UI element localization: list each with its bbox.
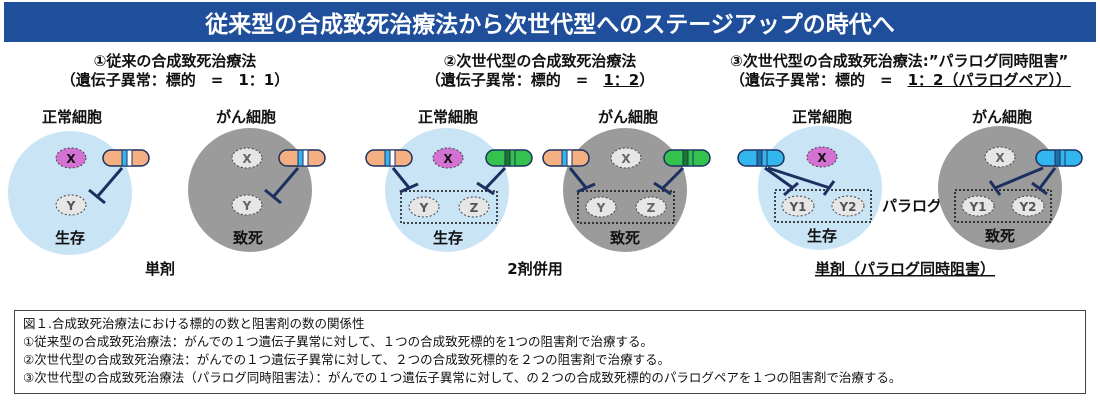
section1-normal-label: 正常細胞 (42, 108, 103, 126)
gene-z-label: Z (470, 201, 479, 215)
section3-heading-line1: ③次世代型の合成致死治療法:”パラログ同時阻害” (730, 52, 1069, 70)
synthetic-lethality-diagram: X Y 生存 X Y 致死 単剤 X Y Z 生存 X Y Z 致死 2剤併用 … (8, 126, 1083, 278)
gene-y1-icon (961, 195, 995, 217)
gene-y-icon (408, 196, 440, 218)
section2-mode: 2剤併用 (507, 260, 562, 278)
section2-heading-line2: （遺伝子異常：標的 = 1：2） (425, 71, 655, 89)
gene-x-icon (806, 146, 838, 168)
section1-heading-line1: ①従来の合成致死治療法 (93, 52, 257, 70)
section3-normal-cell (758, 126, 882, 250)
gene-x-label: X (443, 152, 453, 166)
gene-y2-icon (831, 195, 865, 217)
gene-x-icon (432, 147, 464, 169)
section3-cancer-label: がん細胞 (972, 108, 1033, 126)
gene-x-label: X (242, 152, 252, 166)
gene-y2-label: Y2 (838, 200, 856, 214)
section3-mode: 単剤（パラログ同時阻害） (815, 260, 995, 278)
gene-x-icon (984, 146, 1016, 168)
gene-y-label: Y (419, 201, 429, 215)
target-group-box (400, 190, 498, 224)
gene-x-icon (231, 147, 263, 169)
section2-normal-label: 正常細胞 (418, 108, 479, 126)
inhibitor-drug-icon (737, 149, 785, 167)
section3-normal-outcome: 生存 (807, 227, 837, 245)
gene-z-label: Z (647, 201, 656, 215)
paralog-pair-box (954, 189, 1052, 223)
section1-normal-cell (8, 131, 132, 255)
gene-y-label: Y (242, 199, 252, 213)
section1-cancer-label: がん細胞 (216, 108, 277, 126)
section1-heading: ①従来の合成致死治療法 （遺伝子異常：標的 = 1：1） (40, 52, 310, 90)
section2-cancer-outcome: 致死 (610, 229, 640, 247)
gene-z-icon (635, 196, 667, 218)
gene-y2-label: Y2 (1018, 200, 1036, 214)
section2-heading: ②次世代型の合成致死治療法 （遺伝子異常：標的 = 1：2） (395, 52, 685, 90)
paralog-pair-box (774, 189, 872, 223)
gene-y1-label: Y1 (788, 200, 806, 214)
gene-y1-icon (781, 195, 815, 217)
gene-y-label: Y (596, 201, 606, 215)
inhibitor-drug-icon (485, 149, 533, 167)
section2-cancer-label: がん細胞 (598, 108, 659, 126)
inhibitor-drug-icon (1035, 149, 1083, 167)
caption-line-1: ①従来型の合成致死治療法：がんでの１つ遺伝子異常に対して、１つの合成致死標的を1… (23, 334, 654, 349)
section1-cancer-outcome: 致死 (233, 229, 263, 247)
section3-heading: ③次世代型の合成致死治療法:”パラログ同時阻害” （遺伝子異常：標的 = 1：2… (730, 52, 1075, 90)
inhibitor-drug-icon (365, 149, 413, 167)
section2-normal-cell (385, 128, 509, 252)
section1-heading-line2: （遺伝子異常：標的 = 1：1） (60, 71, 290, 89)
section2-cancer-cell (563, 128, 687, 252)
target-group-box (577, 190, 675, 224)
section1-mode: 単剤 (145, 260, 175, 278)
gene-x-label: X (66, 152, 76, 166)
caption-line-2: ②次世代型の合成致死治療法：がんでの１つ遺伝子異常に対して、２つの合成致死標的を… (23, 352, 671, 367)
gene-y1-label: Y1 (968, 200, 986, 214)
paralog-label: パラログ (882, 197, 942, 215)
figure-caption: 図１.合成致死治療法における標的の数と阻害剤の数の関係性 ①従来型の合成致死治療… (14, 310, 1086, 394)
inhibitor-drug-icon (663, 149, 711, 167)
title-banner: 従来型の合成致死治療法から次世代型へのステージアップの時代へ (4, 2, 1096, 42)
gene-z-icon (458, 196, 490, 218)
section3-heading-line2: （遺伝子異常：標的 = 1：2（パラログペア）） (730, 71, 1071, 89)
gene-x-icon (610, 147, 642, 169)
section3-cancer-cell (938, 126, 1062, 250)
gene-x-label: X (995, 151, 1005, 165)
section2-normal-outcome: 生存 (433, 229, 463, 247)
gene-y-label: Y (66, 199, 76, 213)
gene-y-icon (585, 196, 617, 218)
section2-heading-line1: ②次世代型の合成致死治療法 (443, 52, 637, 70)
inhibitor-drug-icon (102, 149, 150, 167)
gene-x-icon (55, 147, 87, 169)
gene-x-label: X (817, 151, 827, 165)
gene-y-icon (231, 194, 263, 216)
gene-y2-icon (1011, 195, 1045, 217)
section3-cancer-outcome: 致死 (985, 227, 1015, 245)
caption-line-3: ③次世代型の合成致死治療法（パラログ同時阻害法）：がんでの１つ遺伝子異常に対して… (23, 370, 902, 385)
caption-title: 図１.合成致死治療法における標的の数と阻害剤の数の関係性 (23, 316, 365, 331)
section1-normal-outcome: 生存 (55, 229, 85, 247)
section3-normal-label: 正常細胞 (792, 108, 853, 126)
inhibitor-drug-icon (542, 149, 590, 167)
gene-y-icon (55, 194, 87, 216)
inhibitor-drug-icon (278, 149, 326, 167)
gene-x-label: X (621, 152, 631, 166)
